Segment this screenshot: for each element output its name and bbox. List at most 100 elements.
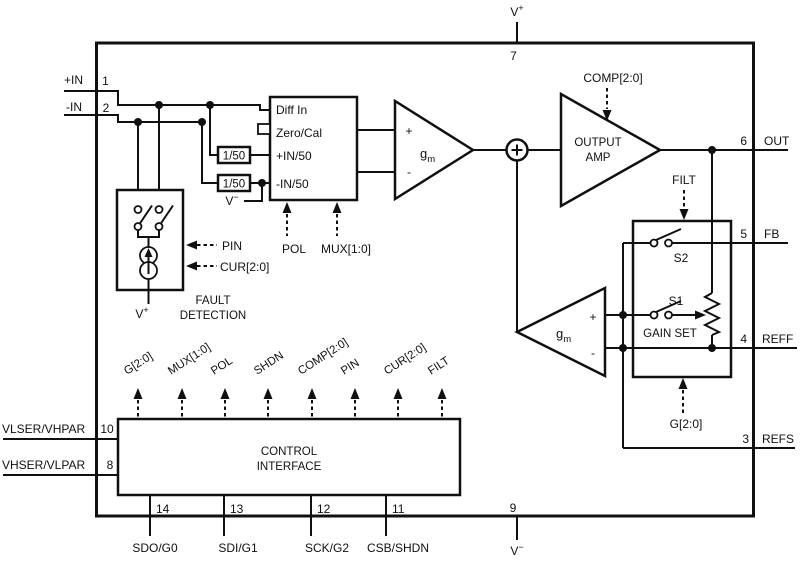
up-arrowhead-icon [307, 388, 317, 399]
filt-label: FILT [672, 173, 696, 187]
mux-select-label: MUX[1:0] [321, 242, 371, 256]
gm1-amplifier: + - gm [393, 98, 507, 202]
input-mux-block: Diff In Zero/Cal +IN/50 -IN/50 POL MUX[1… [257, 95, 395, 256]
gm2-label: gm [556, 326, 571, 345]
pin1-number: 1 [102, 74, 109, 88]
s1-label: S1 [669, 294, 684, 308]
fb-pin-label: FB [764, 227, 779, 241]
pin7-number: 7 [510, 49, 517, 63]
input-mux-box [268, 95, 359, 202]
filt-arrowhead-icon [679, 209, 689, 220]
gain-set-block: S2 S1 GAIN SET G[2:0] [605, 150, 754, 449]
pin9-number: 9 [510, 501, 517, 515]
comp-arrowhead-icon [602, 110, 612, 121]
g-signal-label: G[2:0] [670, 417, 703, 431]
out-pin-label: OUT [764, 134, 790, 148]
mux-row-diff-in: Diff In [276, 103, 307, 117]
bus-signal-label: PIN [339, 357, 362, 378]
gm2-amplifier: + - gm [514, 285, 607, 379]
bus-signal-label: POL [209, 355, 235, 378]
bus-signal-g: G[2:0] [122, 350, 155, 418]
bus-signal-shdn: SHDN [252, 350, 286, 418]
gm1-plus-label: + [405, 124, 412, 138]
switch-lever-icon [159, 204, 174, 225]
output-amp-title-2: AMP [586, 152, 611, 164]
pin10-number: 10 [100, 422, 114, 436]
divider-1-label: 1/50 [223, 151, 245, 163]
divider-2-label: 1/50 [223, 179, 245, 191]
sdi-pin-label: SDI/G1 [218, 541, 258, 555]
junction-dot [134, 118, 142, 126]
bus-signal-label: SHDN [252, 350, 286, 378]
csb-pin-label: CSB/SHDN [367, 541, 429, 555]
bus-signal-filt: FILT [426, 355, 452, 418]
input-pins: +IN 1 -IN 2 [64, 73, 270, 206]
fault-detection-title-2: DETECTION [180, 310, 246, 322]
gm2-triangle [514, 285, 607, 379]
comp-label: COMP[2:0] [583, 71, 642, 85]
cur-signal-label: CUR[2:0] [220, 260, 269, 274]
summing-node [505, 138, 561, 332]
switch-lever-icon [655, 228, 682, 241]
bus-signal-pol: POL [209, 355, 235, 418]
pin8-number: 8 [107, 458, 114, 472]
gm1-minus-label: - [407, 165, 411, 179]
up-arrowhead-icon [393, 388, 403, 399]
refs-pin-label: REFS [762, 432, 794, 446]
minus-in-divider-drop [201, 122, 218, 184]
switch-lever-icon [138, 204, 153, 225]
fault-detection-title-1: FAULT [196, 295, 231, 307]
mux-arrowhead-icon [332, 202, 342, 213]
switch-contact-icon [649, 310, 659, 320]
package-outline: V+ 7 9 V− [95, 3, 755, 558]
s2-label: S2 [674, 251, 689, 265]
output-amp-title-1: OUTPUT [574, 137, 621, 149]
pin5-number: 5 [740, 227, 747, 241]
switch-lever-icon [655, 300, 682, 313]
vlser-pin-label: VLSER/VHPAR [2, 422, 85, 436]
control-interface-block: CONTROL INTERFACE VLSER/VHPAR 10 VHSER/V… [2, 417, 462, 555]
current-source-arrowhead-icon [144, 248, 153, 257]
up-arrowhead-icon [220, 388, 230, 399]
s1-tap-arrowhead-icon [695, 310, 706, 320]
gain-set-box [631, 219, 733, 379]
mux-row-zero-cal: Zero/Cal [276, 126, 322, 140]
control-interface-title-1: CONTROL [261, 446, 318, 458]
up-arrowhead-icon [133, 388, 143, 399]
gm2-minus-label: - [591, 346, 595, 360]
gain-resistor-icon [702, 292, 722, 336]
pin-signal-label: PIN [222, 239, 242, 253]
switch-contact-icon [664, 310, 673, 320]
input-dividers: 1/50 1/50 V− [216, 145, 270, 208]
switch-contact-icon [133, 205, 143, 214]
plus-in-divider-drop [209, 105, 218, 156]
control-bus-arrows: G[2:0] MUX[1:0] POL SHDN COMP[2:0] PIN C… [122, 336, 452, 418]
bus-signal-comp: COMP[2:0] [296, 336, 350, 418]
pin-plus-in-label: +IN [64, 73, 83, 87]
bus-signal-mux: MUX[1:0] [166, 341, 213, 418]
pin6-number: 6 [740, 134, 747, 148]
bus-signal-label: G[2:0] [122, 350, 155, 377]
g-arrowhead-icon [678, 378, 688, 389]
junction-dot [198, 118, 206, 126]
bus-signal-pin: PIN [339, 357, 362, 418]
sdo-pin-label: SDO/G0 [132, 541, 178, 555]
up-arrowhead-icon [263, 388, 273, 399]
vhser-pin-label: VHSER/VLPAR [2, 458, 85, 472]
pol-label: POL [282, 242, 306, 256]
pin14-number: 14 [156, 502, 170, 516]
output-amplifier: OUTPUT AMP COMP[2:0] FILT [559, 71, 754, 220]
bus-signal-cur: CUR[2:0] [382, 342, 428, 418]
pin13-number: 13 [230, 502, 244, 516]
vplus-top-label: V+ [510, 3, 523, 19]
output-amp-triangle [559, 91, 663, 209]
up-arrowhead-icon [437, 388, 447, 399]
junction-dot [206, 101, 214, 109]
sck-pin-label: SCK/G2 [305, 541, 349, 555]
control-interface-box [116, 417, 462, 497]
mux-row-plus-in-50: +IN/50 [276, 149, 312, 163]
pin4-number: 4 [740, 332, 747, 346]
vminus-bottom-label: V− [510, 542, 523, 558]
mux-row-minus-in-50: -IN/50 [276, 177, 309, 191]
up-arrowhead-icon [350, 388, 360, 399]
